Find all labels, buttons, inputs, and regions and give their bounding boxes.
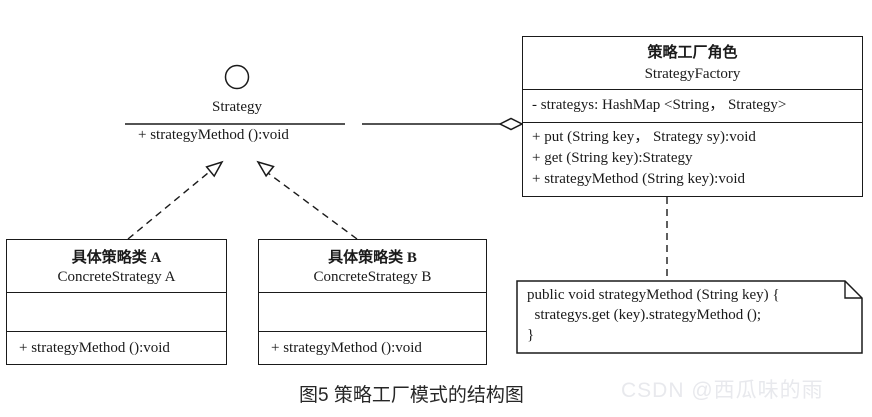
factory-title-en: StrategyFactory [644, 66, 741, 82]
concrete-b-class-box: 具体策略类 B ConcreteStrategy B + strategyMet… [258, 239, 487, 365]
concrete-b-method: + strategyMethod ():void [271, 340, 422, 356]
figure-caption: 图5 策略工厂模式的结构图 [299, 385, 524, 406]
interface-name: Strategy [212, 99, 262, 115]
realization-line-b [267, 172, 358, 240]
aggregation-diamond-icon [498, 117, 524, 131]
concrete-a-title-en: ConcreteStrategy A [57, 269, 176, 285]
factory-methods-compartment: + put (String key， Strategy sy):void + g… [523, 122, 862, 190]
csdn-watermark: CSDN @西瓜味的雨 [621, 379, 824, 402]
realization-arrowhead-a-icon [205, 160, 224, 178]
note-code: public void strategyMethod (String key) … [527, 285, 780, 345]
factory-method-get: + get (String key):Strategy [532, 150, 693, 166]
note-shape [516, 280, 863, 354]
factory-title-compartment: 策略工厂角色 StrategyFactory [523, 37, 862, 89]
concrete-a-title-compartment: 具体策略类 A ConcreteStrategy A [7, 240, 226, 292]
interface-lollipop-icon [224, 64, 250, 90]
concrete-a-method: + strategyMethod ():void [19, 340, 170, 356]
concrete-a-attributes-compartment [7, 292, 226, 331]
realization-line-a [127, 172, 209, 240]
concrete-b-title-zh: 具体策略类 B [328, 250, 417, 266]
factory-title-zh: 策略工厂角色 [647, 45, 738, 61]
factory-method-put: + put (String key， Strategy sy):void [532, 129, 756, 145]
concrete-a-title-zh: 具体策略类 A [71, 250, 162, 266]
factory-class-box: 策略工厂角色 StrategyFactory - strategys: Hash… [522, 36, 863, 197]
concrete-b-title-en: ConcreteStrategy B [313, 269, 432, 285]
realization-arrowhead-b-icon [256, 160, 275, 178]
concrete-a-class-box: 具体策略类 A ConcreteStrategy A + strategyMet… [6, 239, 227, 365]
factory-method-strategymethod: + strategyMethod (String key):void [532, 171, 746, 187]
factory-attribute: - strategys: HashMap <String， Strategy> [532, 97, 787, 113]
concrete-b-methods-compartment: + strategyMethod ():void [259, 331, 486, 359]
factory-attributes-compartment: - strategys: HashMap <String， Strategy> [523, 89, 862, 122]
note-code-line: } [527, 327, 535, 343]
note-fold-icon [844, 281, 862, 299]
note-code-line: public void strategyMethod (String key) … [527, 287, 780, 303]
note-code-line: strategys.get (key).strategyMethod (); [527, 307, 762, 323]
concrete-b-attributes-compartment [259, 292, 486, 331]
concrete-a-methods-compartment: + strategyMethod ():void [7, 331, 226, 359]
interface-method-label: + strategyMethod ():void [138, 127, 289, 143]
concrete-b-title-compartment: 具体策略类 B ConcreteStrategy B [259, 240, 486, 292]
